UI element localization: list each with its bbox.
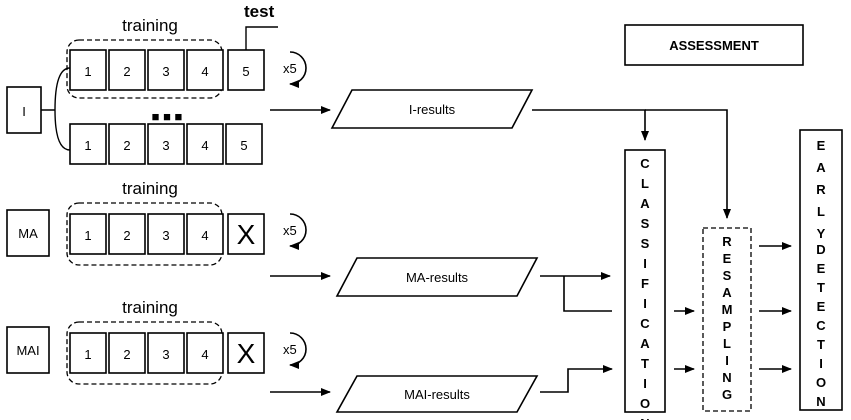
fold-box — [186, 332, 224, 374]
resampling-box — [702, 227, 752, 412]
fold-label: 4 — [201, 347, 208, 362]
repeat-indicator-i: x5 — [283, 51, 307, 88]
assessment-label: ASSESSMENT — [669, 38, 759, 53]
fold-label: 2 — [123, 138, 130, 153]
mai-results-box — [335, 375, 539, 413]
ma-results-box — [335, 257, 539, 297]
repeat-indicator-mai: x5 — [283, 332, 307, 369]
training-label-mai: training — [122, 298, 178, 317]
row-mai: MAI training 1 2 3 4 X x5 MAI-results — [6, 298, 539, 413]
early-detection-box — [799, 129, 843, 411]
fold-label: 2 — [123, 228, 130, 243]
fold-label: 3 — [162, 228, 169, 243]
row-i: I training 1 2 3 4 5 test x5 ■ ■ ■ 1 — [6, 2, 534, 165]
input-label-mai: MAI — [16, 343, 39, 358]
fold-label: 2 — [123, 64, 130, 79]
repeat-label: x5 — [283, 223, 297, 238]
excluded-fold-box — [227, 332, 265, 374]
fold-box — [69, 49, 107, 91]
repeat-arc — [289, 213, 307, 250]
fold-label: 3 — [162, 64, 169, 79]
ma-results-to-resampling — [563, 276, 612, 312]
fold-label: 4 — [201, 64, 208, 79]
fold-label: 1 — [84, 347, 91, 362]
i-results-label: I-results — [409, 102, 456, 117]
second-fold-row-i: 1 2 3 4 5 — [69, 123, 263, 165]
fold-label: 3 — [162, 138, 169, 153]
fold-box — [147, 123, 185, 165]
assessment-box — [624, 24, 804, 66]
repeat-label: x5 — [283, 342, 297, 357]
training-group-i — [66, 39, 223, 99]
fold-label: 1 — [84, 228, 91, 243]
fold-box — [108, 123, 146, 165]
ellipsis-dots: ■ ■ ■ — [152, 109, 183, 124]
i-results-box — [330, 89, 534, 129]
fold-box — [186, 123, 224, 165]
fold-row-i: 1 2 3 4 5 — [69, 49, 265, 91]
row-ma: MA training 1 2 3 4 X x5 MA-results — [6, 179, 539, 297]
test-fold-box — [227, 49, 265, 91]
fold-label: 4 — [201, 138, 208, 153]
i-results-to-resampling — [645, 109, 731, 219]
fold-label: 2 — [123, 347, 130, 362]
fold-row-ma: 1 2 3 4 X — [69, 213, 265, 255]
excluded-fold-label: X — [237, 219, 256, 250]
mai-results-to-classification — [540, 365, 613, 393]
repeat-indicator-ma: x5 — [283, 213, 307, 250]
bracket-i — [41, 67, 71, 151]
i-results-to-classification — [532, 109, 649, 141]
fold-box — [147, 213, 185, 255]
input-box-ma — [6, 209, 50, 257]
fold-row-mai: 1 2 3 4 X — [69, 332, 265, 374]
input-label-ma: MA — [18, 226, 38, 241]
classification-label: CLASSIFICATION — [640, 156, 650, 420]
fold-box — [186, 49, 224, 91]
fold-box — [147, 332, 185, 374]
test-fold-label: 5 — [242, 64, 249, 79]
fold-box — [108, 332, 146, 374]
classification-box — [624, 149, 666, 413]
training-label-i: training — [122, 16, 178, 35]
input-label-i: I — [22, 104, 26, 119]
training-label-ma: training — [122, 179, 178, 198]
fold-label: 5 — [240, 138, 247, 153]
excluded-fold-box — [227, 213, 265, 255]
fold-label: 4 — [201, 228, 208, 243]
repeat-label: x5 — [283, 61, 297, 76]
repeat-arc — [289, 332, 307, 369]
fold-box — [186, 213, 224, 255]
fold-label: 3 — [162, 347, 169, 362]
fold-box — [69, 213, 107, 255]
fold-label: 1 — [84, 64, 91, 79]
fold-box — [225, 123, 263, 165]
excluded-fold-label: X — [237, 338, 256, 369]
mai-results-label: MAI-results — [404, 387, 470, 402]
test-pointer-line — [245, 26, 278, 50]
fold-label: 1 — [84, 138, 91, 153]
repeat-arc — [289, 51, 307, 88]
test-label: test — [244, 2, 275, 21]
input-box-mai — [6, 326, 50, 374]
ma-results-label: MA-results — [406, 270, 469, 285]
input-box-i — [6, 86, 42, 134]
fold-box — [147, 49, 185, 91]
fold-box — [108, 49, 146, 91]
fold-box — [69, 123, 107, 165]
fold-box — [69, 332, 107, 374]
fold-box — [108, 213, 146, 255]
